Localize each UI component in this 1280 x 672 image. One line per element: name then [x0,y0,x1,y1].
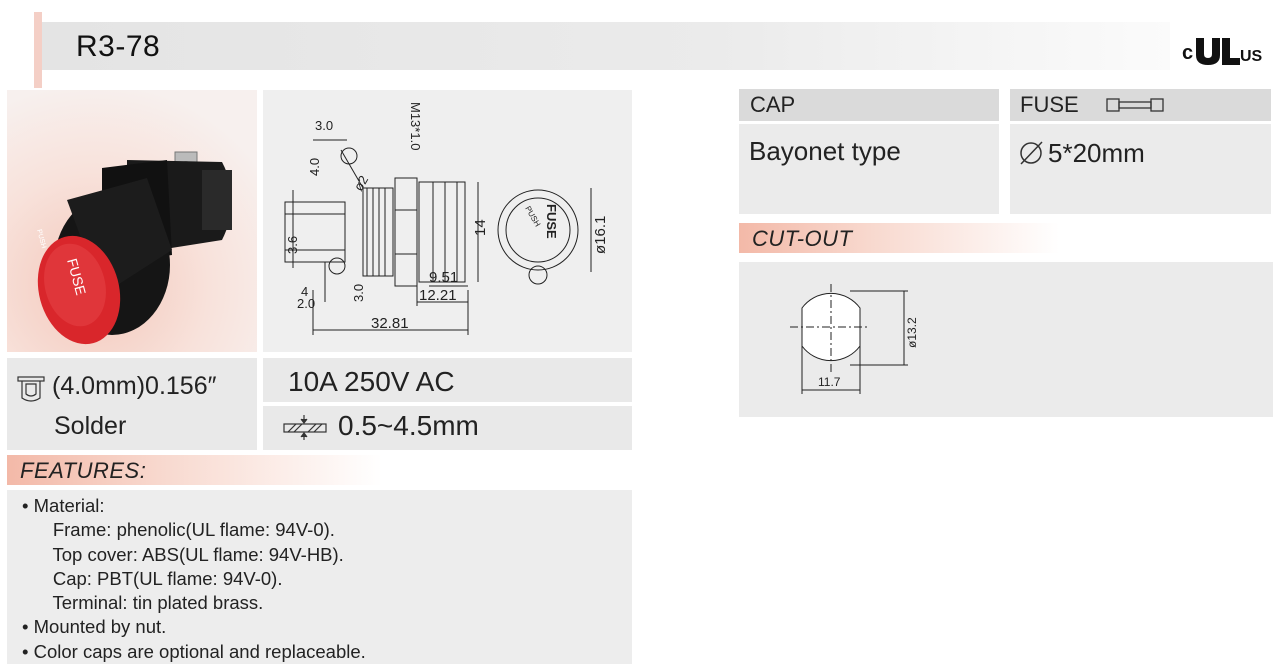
thickness-panel [263,406,632,450]
feature-line: Top cover: ABS(UL flame: 94V-HB). [22,543,344,565]
cutout-header-bar [739,223,1273,253]
dim-height: 14 [472,219,489,236]
features-panel [7,490,632,664]
front-cap-text: FUSE [544,204,559,239]
features-list: • Material: Frame: phenolic(UL flame: 94… [22,494,366,664]
dim-body: 9.51 [429,269,458,286]
dim-thread: M13*1.0 [408,102,423,150]
dim-nut: 12.21 [419,287,457,304]
features-title: FEATURES: [20,458,147,483]
model-title: R3-78 [76,30,161,63]
ul-certification-logo: c US [1182,38,1263,65]
dim-top-width: 3.0 [315,118,333,133]
electrical-rating: 10A 250V AC [288,366,455,397]
cutout-diameter: ø13.2 [905,317,919,348]
feature-line: • Material: [22,495,105,516]
header-accent [34,12,42,88]
dim-hole: ø2 [351,173,372,194]
cap-value: Bayonet type [749,136,901,166]
product-photo: FUSE PUSH [35,151,232,345]
drawing-panel [263,90,632,352]
terminal-icon [17,376,45,402]
cap-push-text: PUSH [35,229,47,250]
cap-label: CAP [750,92,796,117]
dim-bottom-2: 2.0 [297,296,315,311]
ul-logo-right-text: US [1240,48,1263,65]
rating-panel [263,358,632,402]
feature-line: Terminal: tin plated brass. [22,592,264,614]
feature-line: Frame: phenolic(UL flame: 94V-0). [22,519,335,541]
header-bar [42,22,1170,70]
fuse-header-cell [1010,89,1271,121]
dim-left: 3.6 [285,236,300,254]
features-header-bar [7,455,632,485]
dim-total: 32.81 [371,315,409,332]
cutout-drawing: 11.7 ø13.2 [790,284,919,394]
fuse-value-cell [1010,124,1271,214]
diameter-icon [1020,141,1043,165]
fuse-icon [1106,98,1164,112]
terminal-panel [7,358,257,450]
cap-value-cell [739,124,999,214]
feature-line: Cap: PBT(UL flame: 94V-0). [22,567,283,589]
front-cap-subtext: PUSH [523,205,542,229]
dim-diameter: ø16.1 [592,216,609,254]
dim-top-height: 4.0 [307,158,322,176]
fuse-label: FUSE [1020,92,1079,117]
technical-drawing: M13*1.0 3.0 4.0 ø2 3.6 4 2.0 3.0 9.51 12… [284,102,609,335]
ul-logo-left-text: c [1182,42,1193,64]
terminal-type: Solder [54,412,127,440]
cutout-width: 11.7 [818,375,841,389]
dim-bottom-3: 3.0 [351,284,366,302]
feature-line: • Color caps are optional and replaceabl… [22,640,366,662]
dim-bottom-4: 4 [301,284,308,299]
feature-line: • Mounted by nut. [22,616,167,638]
panel-thickness: 0.5~4.5mm [338,410,479,441]
cutout-title: CUT-OUT [752,226,853,251]
panel-thickness-icon [283,415,327,440]
terminal-size: (4.0mm)0.156″ [52,372,217,400]
cap-header-cell [739,89,999,121]
fuse-value: 5*20mm [1048,138,1145,168]
